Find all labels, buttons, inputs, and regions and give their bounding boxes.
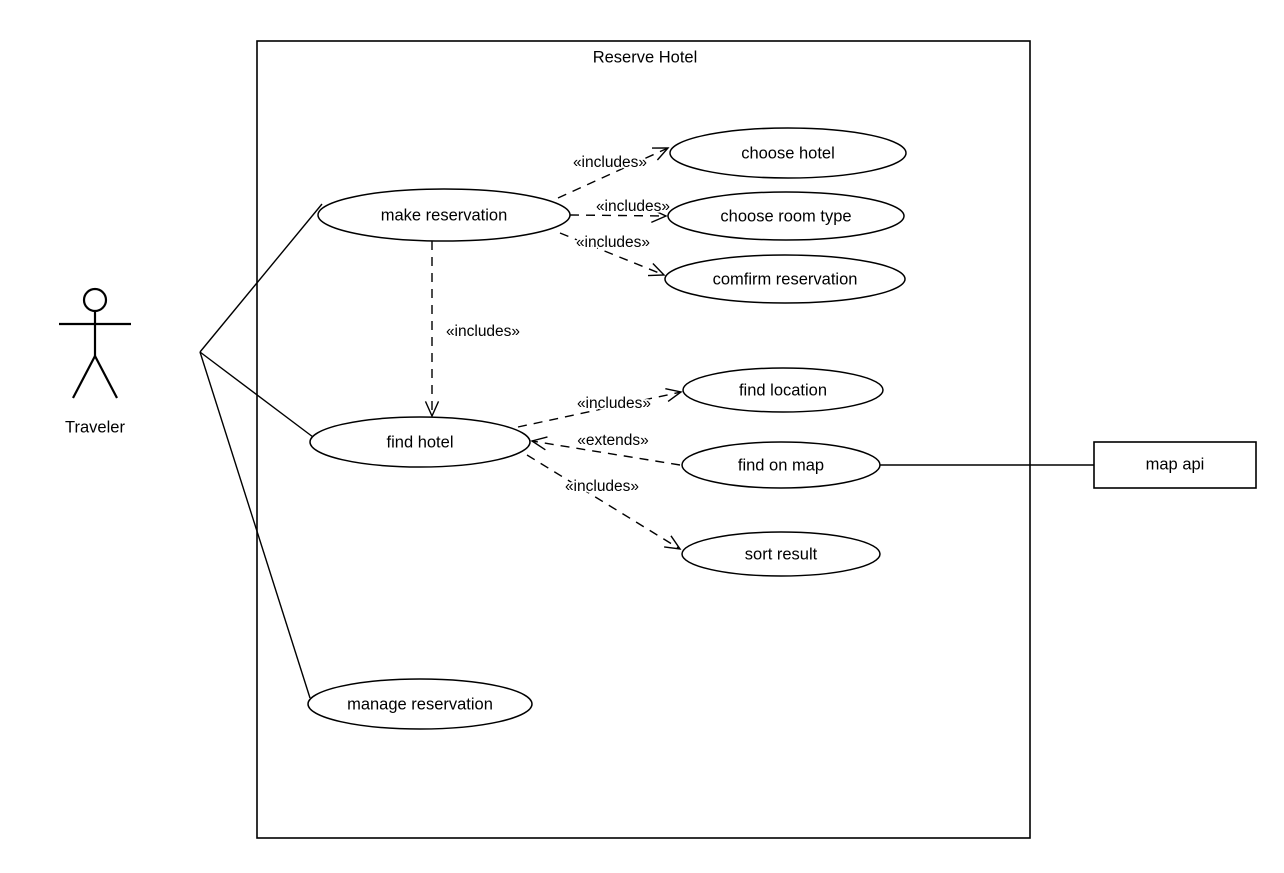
stereotype-halo: «includes»	[596, 198, 670, 215]
dependency-find-hotel-includes-sort-result	[526, 454, 682, 550]
use-cases-group: make reservation choose hotel choose room …	[307, 127, 907, 730]
actor-right-leg-icon	[94, 355, 118, 399]
use-case-find-location[interactable]: find location	[682, 367, 884, 413]
arrow-head-icon	[647, 262, 666, 277]
use-case-label: manage reservation	[347, 695, 493, 713]
stereotype-find-hotel-includes-find-location: «includes»«includes»	[575, 393, 653, 414]
use-case-choose-hotel[interactable]: choose hotel	[669, 127, 907, 179]
actor-traveler[interactable]: Traveler	[59, 287, 131, 436]
use-case-manage-reservation[interactable]: manage reservation	[307, 678, 533, 730]
stereotype-label: «includes»	[446, 323, 520, 340]
association-traveler-manage-reservation	[199, 351, 311, 699]
stereotype-halo: «includes»	[576, 234, 650, 251]
arrow-head-icon	[530, 436, 548, 451]
stereotype-label: «includes»	[573, 154, 647, 171]
external-system-label: map api	[1146, 455, 1205, 473]
use-case-label: make reservation	[381, 206, 508, 224]
actor-label: Traveler	[65, 418, 125, 436]
dependency-find-hotel-includes-find-location	[517, 388, 683, 428]
system-boundary-title: Reserve Hotel	[593, 48, 698, 66]
stereotype-label: «includes»	[576, 234, 650, 251]
dependency-make-reservation-includes-comfirm-reservation	[559, 232, 666, 277]
use-case-make-reservation[interactable]: make reservation	[317, 188, 571, 242]
use-case-label: choose room type	[720, 207, 851, 225]
association-traveler-find-hotel	[199, 351, 314, 438]
arrow-head-icon	[651, 147, 670, 161]
stereotype-find-hotel-includes-sort-result: «includes»«includes»	[563, 476, 641, 497]
actors-group: Traveler	[59, 287, 131, 436]
stereotype-label: «includes»	[565, 478, 639, 495]
external-system-map-api[interactable]: map api	[1093, 441, 1257, 489]
dependency-make-reservation-includes-choose-hotel	[557, 147, 670, 199]
dependency-make-reservation-includes-find-hotel	[424, 241, 440, 418]
arrow-head-icon	[664, 535, 682, 550]
use-case-label: comfirm reservation	[713, 270, 858, 288]
stereotype-halo: «includes»	[446, 323, 520, 340]
stereotype-make-reservation-includes-comfirm-reservation: «includes»«includes»	[574, 232, 652, 253]
dependency-find-on-map-extends-find-hotel	[530, 436, 681, 466]
stereotype-make-reservation-includes-choose-hotel: «includes»«includes»	[571, 152, 649, 173]
use-case-find-on-map[interactable]: find on map	[681, 441, 881, 489]
use-case-comfirm-reservation[interactable]: comfirm reservation	[664, 254, 906, 304]
actor-head-icon	[82, 287, 108, 313]
use-case-label: find location	[739, 381, 827, 399]
arrow-head-icon	[665, 388, 683, 403]
stereotype-labels-group: «includes»«includes»«includes»«includes»…	[444, 152, 672, 497]
association-lines-group	[199, 203, 1094, 699]
arrow-head-icon	[651, 208, 668, 224]
stereotype-halo: «includes»	[577, 395, 651, 412]
use-case-label: sort result	[745, 545, 818, 563]
stereotype-halo: «includes»	[565, 478, 639, 495]
stereotype-label: «extends»	[577, 432, 649, 449]
use-case-label: choose hotel	[741, 144, 835, 162]
use-case-sort-result[interactable]: sort result	[681, 531, 881, 577]
use-case-choose-room-type[interactable]: choose room type	[667, 191, 905, 241]
association-traveler-make-reservation	[199, 203, 323, 353]
use-case-label: find on map	[738, 456, 824, 474]
dependency-lines-group	[424, 147, 683, 550]
stereotype-find-on-map-extends-find-hotel: «extends»«extends»	[575, 430, 650, 451]
stereotype-make-reservation-includes-choose-room-type: «includes»«includes»	[594, 196, 672, 217]
system-boundary-group: Reserve Hotel	[256, 40, 1031, 839]
stereotype-halo: «includes»	[573, 154, 647, 171]
stereotype-halo: «extends»	[577, 432, 649, 449]
actor-left-leg-icon	[72, 355, 96, 399]
dependency-make-reservation-includes-choose-room-type	[569, 208, 668, 224]
system-boundary: Reserve Hotel	[256, 40, 1031, 839]
external-systems-group: map api	[1093, 441, 1257, 489]
arrow-head-icon	[424, 401, 440, 418]
stereotype-label: «includes»	[577, 395, 651, 412]
stereotype-label: «includes»	[596, 198, 670, 215]
use-case-label: find hotel	[387, 433, 454, 451]
use-case-find-hotel[interactable]: find hotel	[309, 416, 531, 468]
stereotype-make-reservation-includes-find-hotel: «includes»«includes»	[444, 321, 522, 342]
